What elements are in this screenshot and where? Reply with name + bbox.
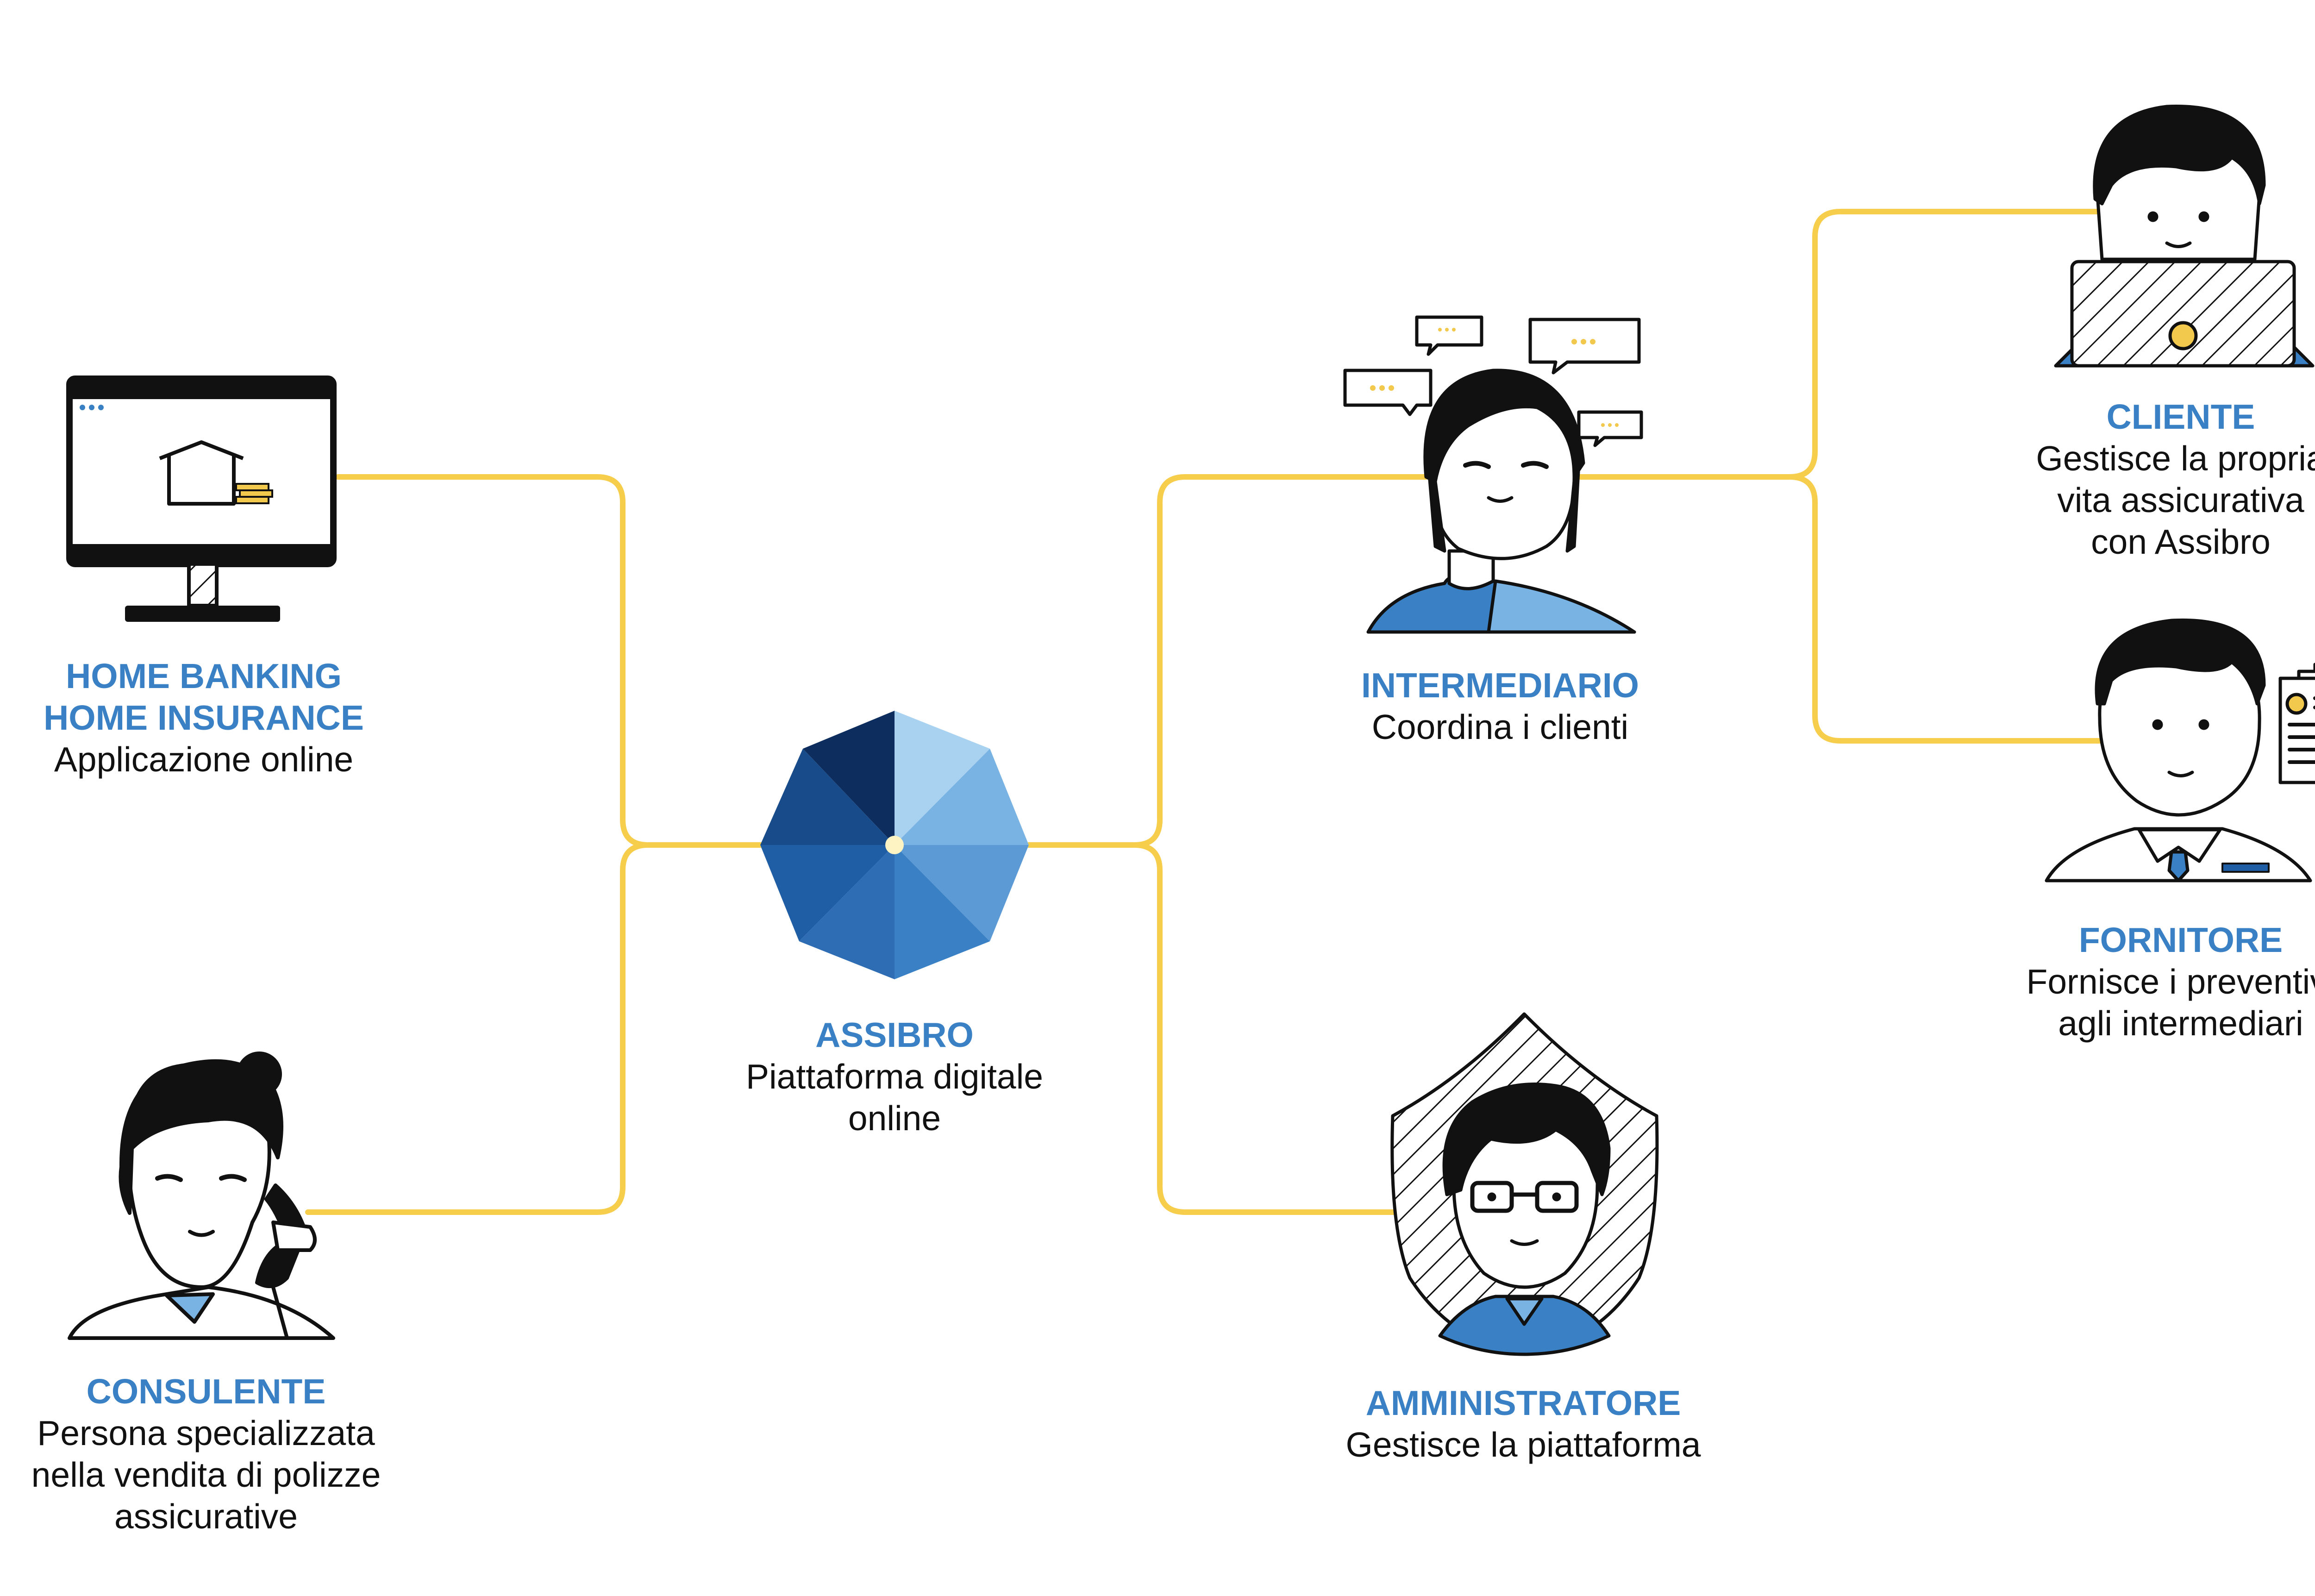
- admin-shield-icon: [1390, 1012, 1659, 1356]
- connector-lines: [305, 209, 2105, 1215]
- supplier-documents-icon: [2045, 618, 2315, 882]
- amministratore-label: AMMINISTRATORE Gestisce la piattaforma: [1315, 1382, 1732, 1465]
- home-banking-label: HOME BANKING HOME INSURANCE Applicazione…: [19, 655, 389, 780]
- connector-hub-to-amministratore: [1132, 842, 1401, 1215]
- assibro-title: ASSIBRO: [815, 1015, 974, 1054]
- cliente-description: Gestisce la propria vita assicurativa co…: [2036, 439, 2315, 561]
- documents-icon: [2278, 663, 2315, 784]
- consultant-phone-icon: [68, 1051, 335, 1340]
- connector-intermediario-to-cliente: [1571, 209, 2105, 480]
- home-banking-title: HOME BANKING: [66, 657, 342, 695]
- client-laptop-icon: [2054, 104, 2315, 368]
- umbrella-icon: [760, 711, 1029, 979]
- assibro-description: Piattaforma digitale online: [745, 1057, 1043, 1138]
- amministratore-title: AMMINISTRATORE: [1365, 1383, 1681, 1422]
- intermediario-title: INTERMEDIARIO: [1361, 666, 1639, 705]
- fornitore-title: FORNITORE: [2078, 920, 2283, 959]
- cliente-label: CLIENTE Gestisce la propria vita assicur…: [1996, 396, 2315, 563]
- consulente-label: CONSULENTE Persona specializzata nella v…: [9, 1371, 403, 1537]
- fornitore-description: Fornisce i preventivi agli intermediari: [2026, 962, 2315, 1043]
- connector-home-to-hub: [335, 474, 767, 848]
- fornitore-label: FORNITORE Fornisce i preventivi agli int…: [1996, 919, 2315, 1044]
- consulente-description: Persona specializzata nella vendita di p…: [31, 1414, 381, 1536]
- home-banking-description: Applicazione online: [54, 740, 354, 779]
- home-insurance-title: HOME INSURANCE: [44, 698, 364, 737]
- connector-hub-to-intermediario: [1026, 474, 1429, 848]
- consulente-title: CONSULENTE: [86, 1372, 326, 1411]
- connector-consulente-to-hub: [305, 842, 651, 1215]
- intermediario-label: INTERMEDIARIO Coordina i clienti: [1315, 664, 1685, 748]
- cliente-title: CLIENTE: [2106, 397, 2255, 436]
- assibro-label: ASSIBRO Piattaforma digitale online: [709, 1014, 1080, 1139]
- intermediary-chat-icon: [1343, 315, 1643, 634]
- amministratore-description: Gestisce la piattaforma: [1345, 1425, 1701, 1464]
- computer-monitor-house-icon: [66, 376, 337, 622]
- house-icon: [159, 440, 244, 506]
- chat-bubble-icon: [1343, 315, 1643, 447]
- intermediario-description: Coordina i clienti: [1371, 707, 1629, 746]
- coins-icon: [235, 483, 273, 504]
- connector-intermediario-to-fornitore: [1787, 474, 2105, 744]
